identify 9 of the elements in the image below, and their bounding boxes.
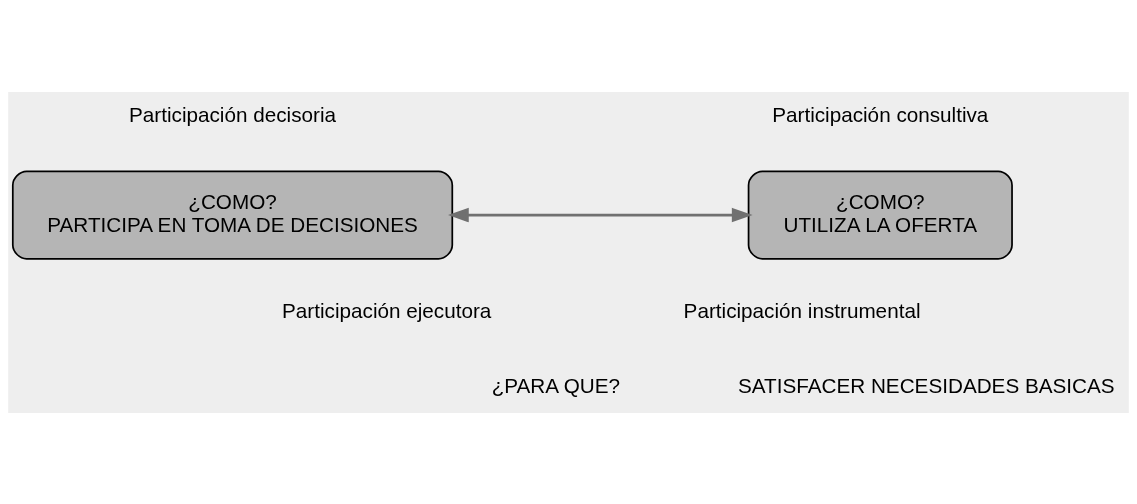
node-box: ¿COMO? UTILIZA LA OFERTA	[747, 170, 1013, 260]
label: Participación ejecutora	[282, 298, 492, 322]
node-box: ¿COMO? PARTICIPA EN TOMA DE DECISIONES	[11, 170, 454, 260]
arrow	[448, 207, 753, 222]
label: Participación consultiva	[772, 102, 989, 126]
label: ¿PARA QUE?	[491, 373, 621, 397]
label: Participación decisoria	[129, 102, 337, 126]
label: Participación instrumental	[683, 298, 921, 322]
label: SATISFACER NECESIDADES BASICAS	[737, 373, 1115, 397]
